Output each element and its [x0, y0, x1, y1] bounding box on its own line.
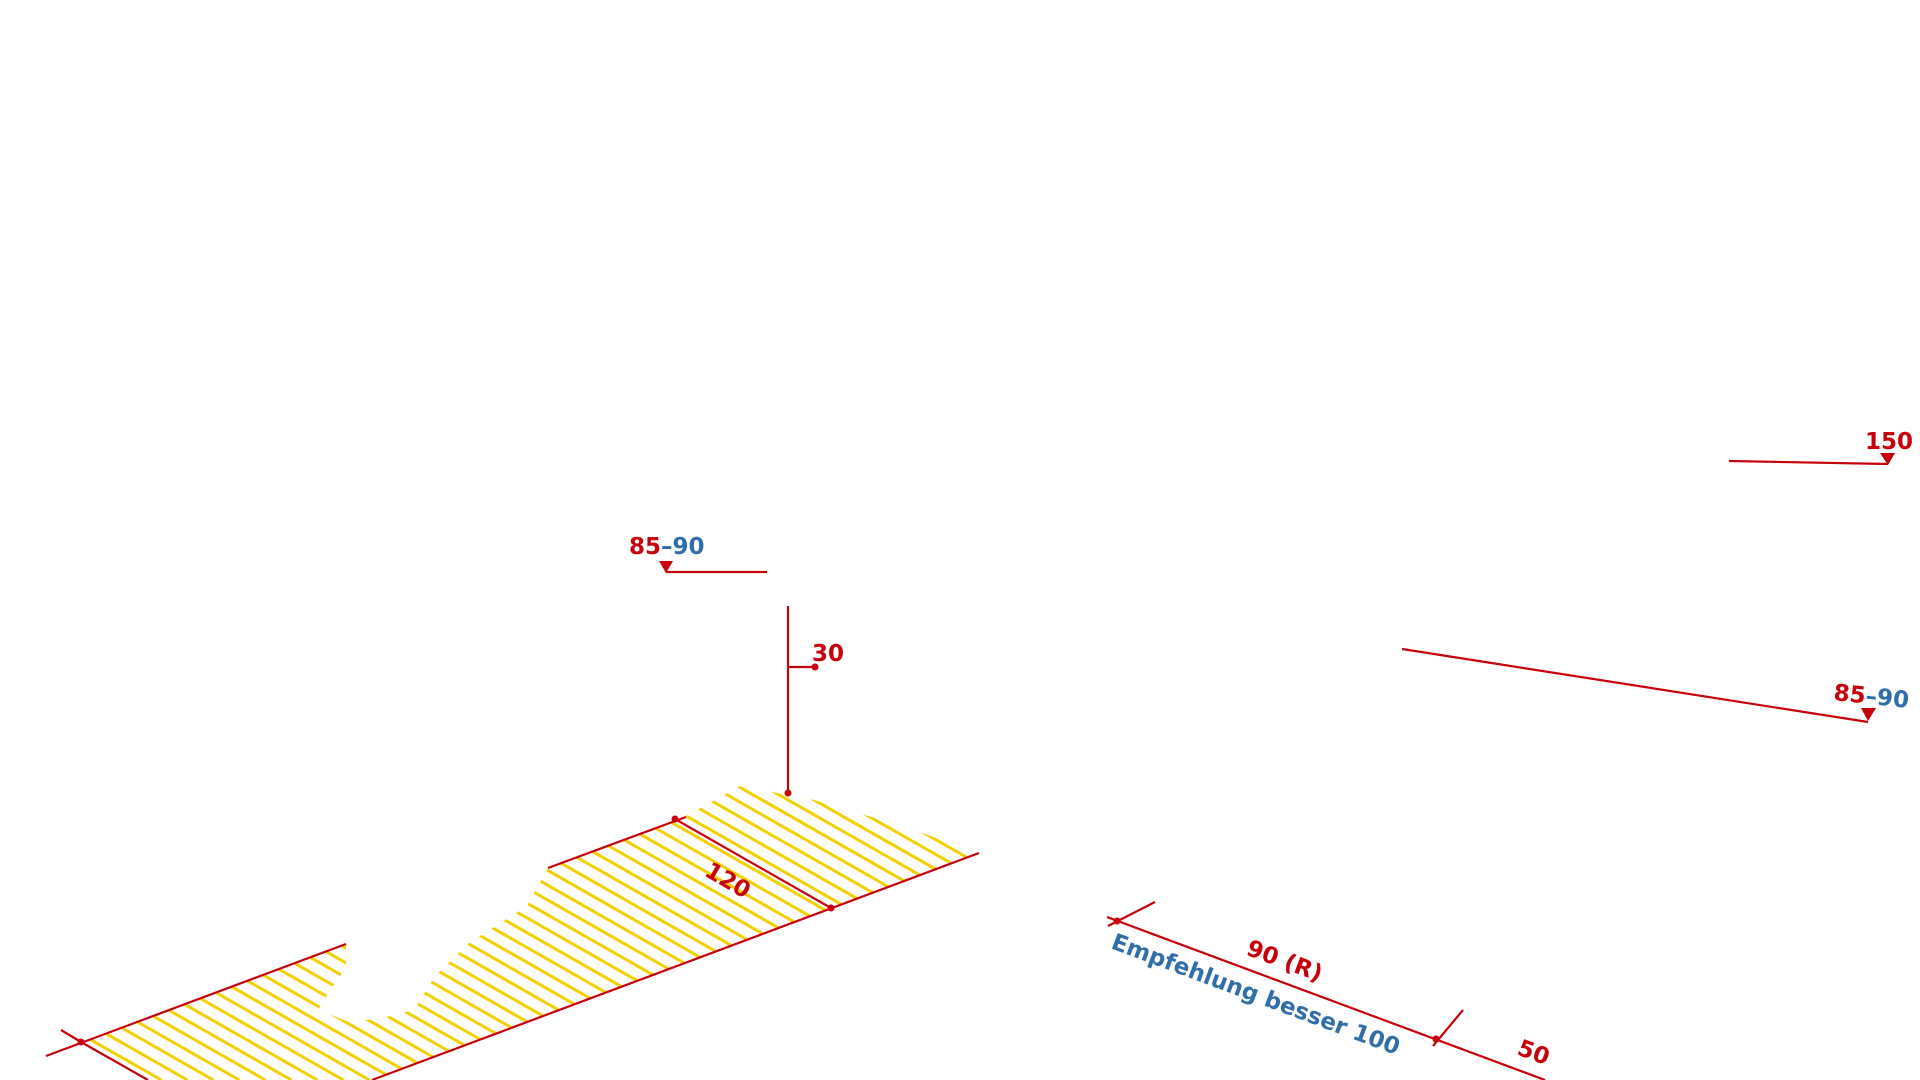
hatch-line [46, 786, 345, 1080]
hatch-line [821, 786, 979, 1080]
level-mark-right: 85–90 [1401, 647, 1910, 724]
width-side-label: 50 [1514, 1035, 1553, 1071]
lower-left-dimension [60, 1029, 149, 1080]
dimension-line [674, 818, 832, 909]
hatch-line [769, 786, 979, 1080]
hatch-line [46, 786, 553, 1080]
lower-band-top-edge [45, 942, 347, 1058]
dimension-point [1432, 1035, 1440, 1043]
hatch-line [587, 786, 979, 1080]
level-mark-right-top: 150 [1728, 429, 1913, 466]
level-value-main: 85 [1832, 680, 1867, 709]
upper-band-top-edge [547, 815, 687, 870]
level-triangle-icon [1880, 453, 1895, 465]
dimension-point [811, 663, 819, 671]
dimension-point [1113, 917, 1121, 925]
hatch-line [46, 786, 475, 1080]
hatch-line [795, 786, 979, 1080]
surface-edges [45, 815, 980, 1080]
dimension-point [77, 1038, 85, 1046]
hatch-line [457, 786, 979, 1080]
level-label: 150 [1865, 429, 1913, 455]
hatch-line [46, 786, 579, 1080]
hatch-line [691, 786, 979, 1080]
hatch-line [743, 786, 979, 1080]
hatch-line [665, 786, 979, 1080]
level-line [1401, 647, 1869, 724]
hatch-line [46, 786, 449, 1080]
dimension-line [1106, 915, 1546, 1080]
level-value-main: 85 [629, 534, 661, 560]
dimension-point [671, 815, 679, 823]
hatch-line [46, 786, 267, 1080]
dimension-point [784, 789, 792, 797]
hatch-line [46, 786, 163, 1080]
hatch-line [46, 786, 293, 1080]
level-label: 85–90 [1832, 680, 1910, 714]
hatch-line [977, 786, 979, 1080]
hatch-line [46, 786, 241, 1080]
level-separator: – [1864, 683, 1878, 710]
hatch-line [483, 786, 979, 1080]
hatch-line [951, 786, 979, 1080]
width-main-label: 90 (R) [1243, 935, 1326, 987]
band-bottom-edge [371, 851, 980, 1080]
dimension-line [80, 1041, 149, 1080]
hatch-line [613, 786, 979, 1080]
level-value-alt: 90 [1876, 685, 1911, 714]
width-dimension: 90 (R) Empfehlung besser 100 50 [1106, 901, 1553, 1080]
level-triangle-icon [659, 561, 673, 573]
dimension-point [827, 904, 835, 912]
hatch-line [1004, 760, 1565, 1080]
hatch-line [509, 786, 979, 1080]
hatch-line [46, 786, 527, 1080]
hatch-line [925, 786, 979, 1080]
hatch-line [46, 786, 501, 1080]
level-label: 85–90 [629, 534, 705, 560]
hatch-line [561, 786, 979, 1080]
level-value-alt: 90 [673, 534, 705, 560]
level-mark-left: 85–90 [629, 534, 767, 574]
hatch-line [46, 786, 319, 1080]
hatch-line [46, 786, 189, 1080]
level-triangle-icon [1861, 708, 1876, 721]
step-height-dimension: 30 [784, 606, 844, 797]
dimension-tick [60, 1029, 82, 1043]
hatch-line [535, 786, 979, 1080]
level-separator: – [661, 534, 673, 560]
step-height-label: 30 [812, 641, 844, 667]
hatch-line [717, 786, 979, 1080]
hatch-line [431, 786, 979, 1080]
hatched-surface [46, 760, 1565, 1080]
level-line [1728, 459, 1889, 466]
